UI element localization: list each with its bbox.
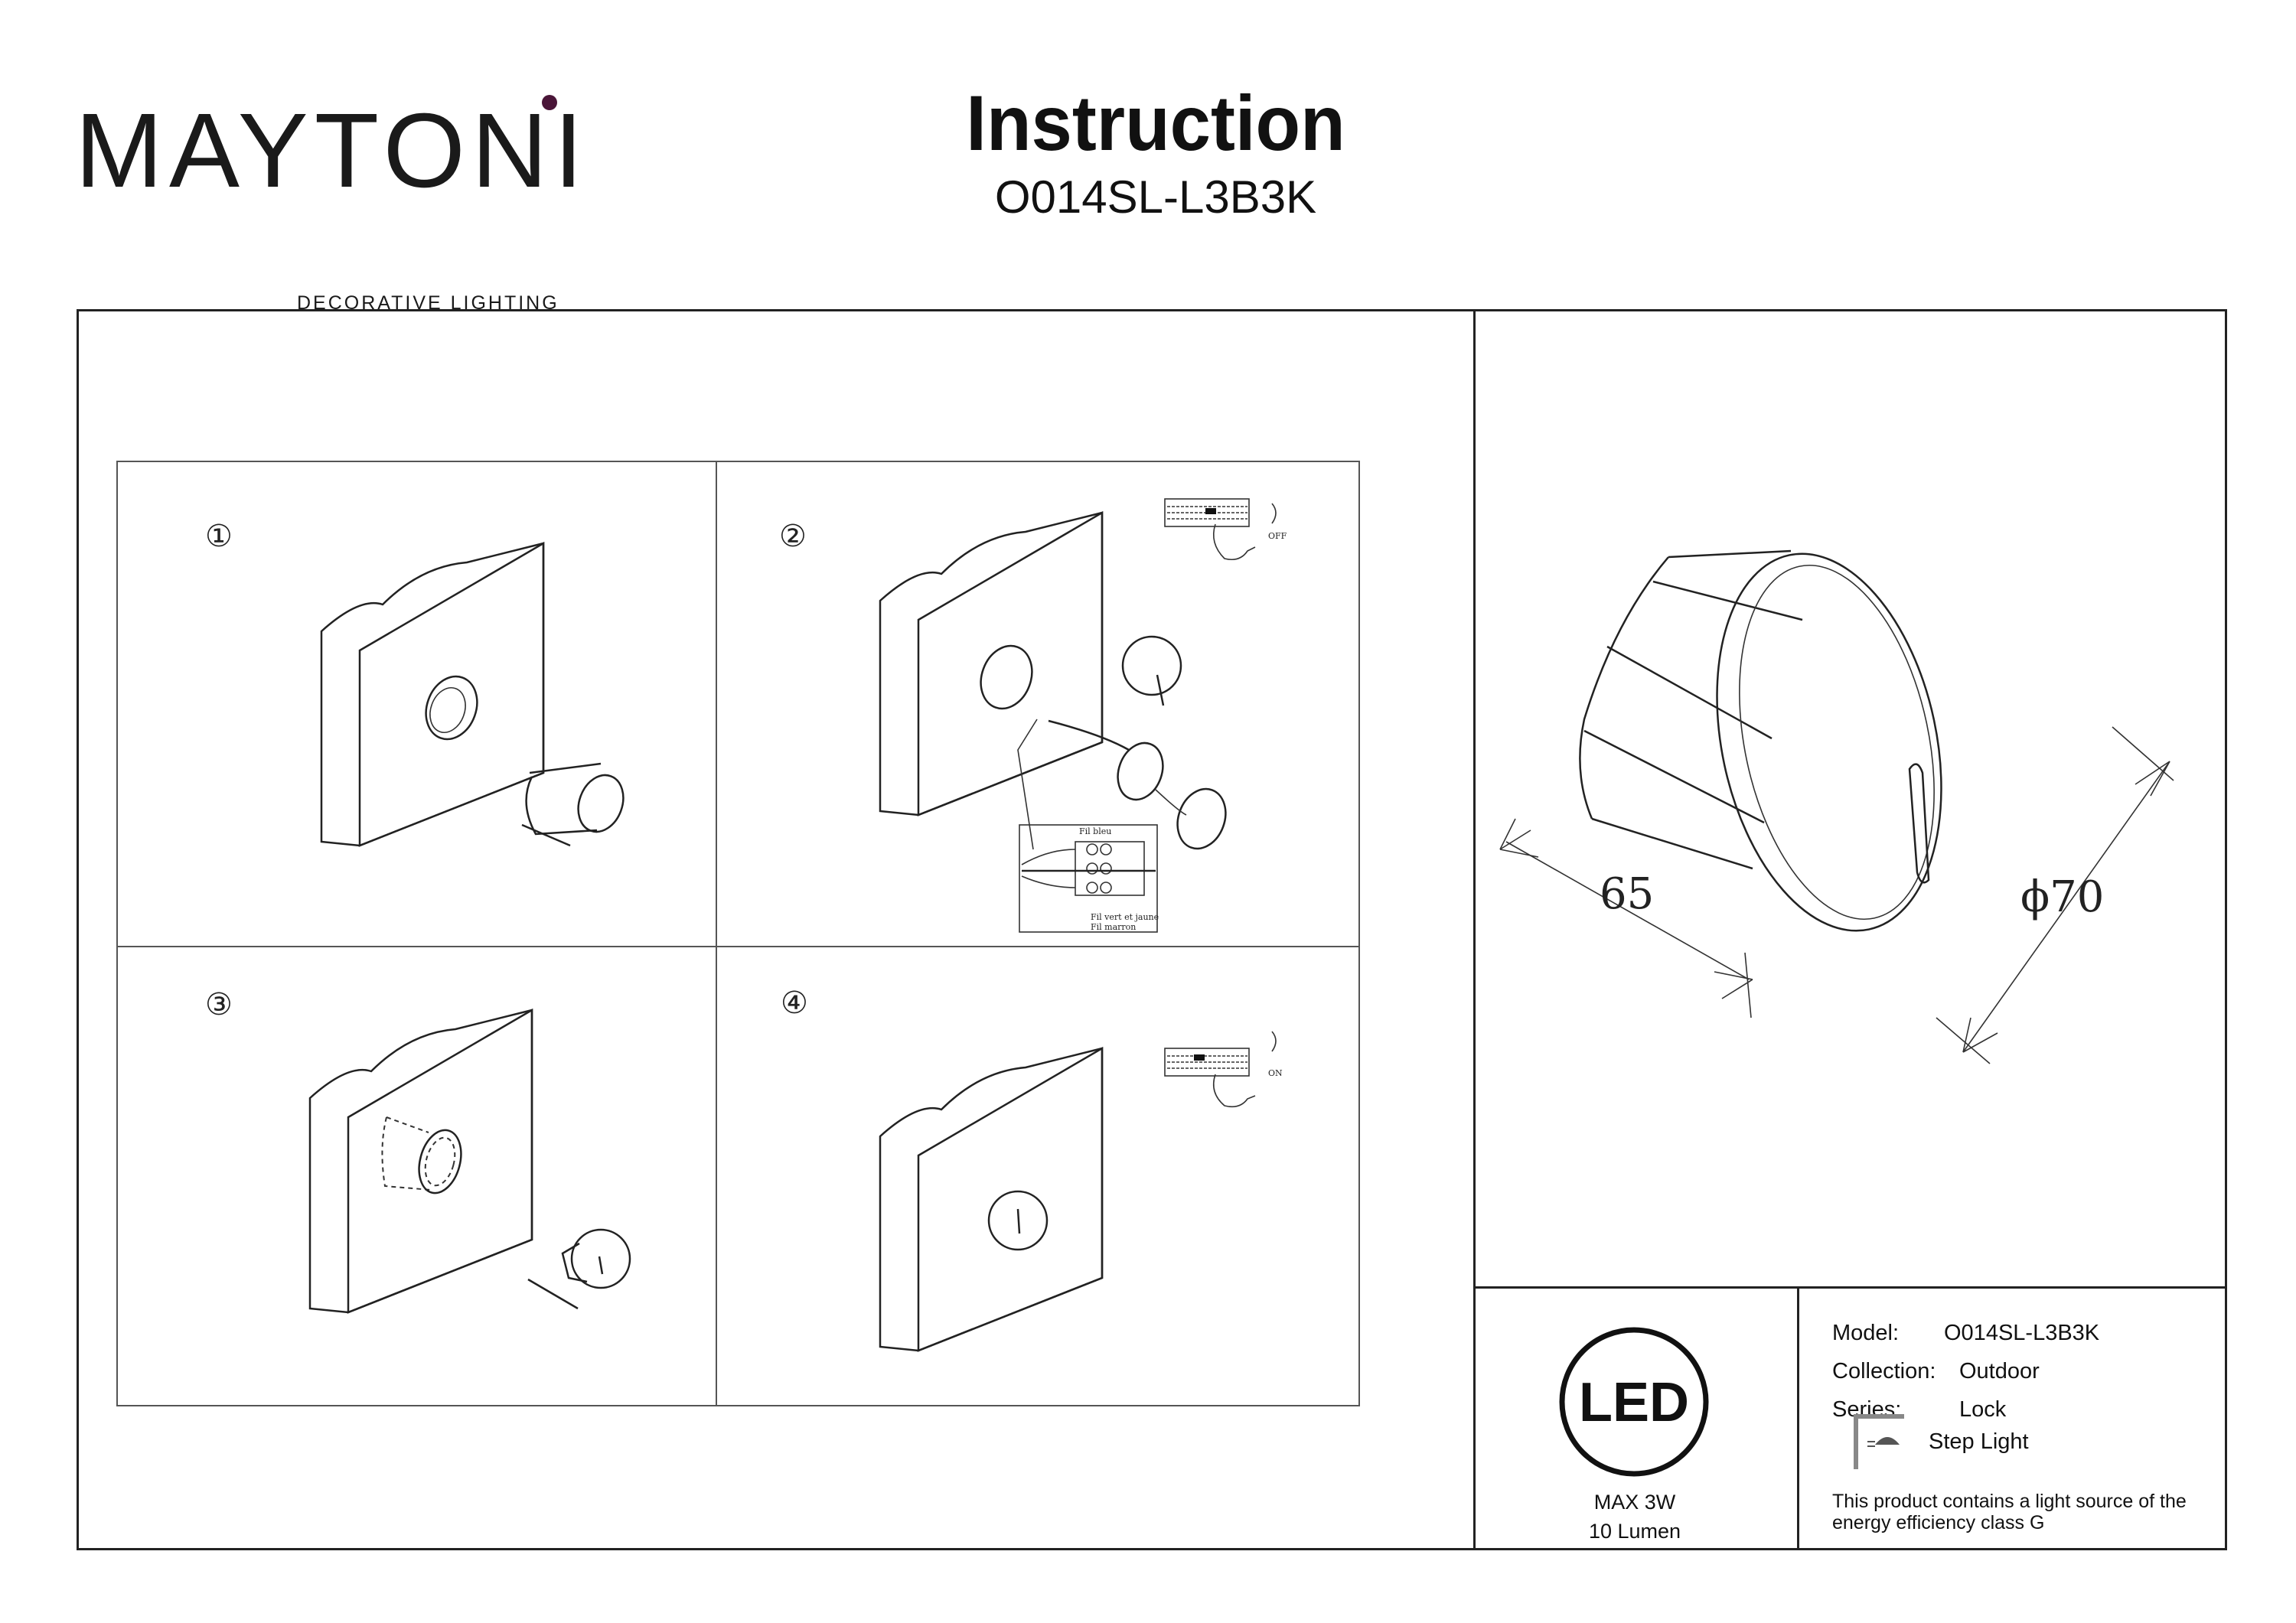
- step-4-illustration: [879, 1031, 1277, 1352]
- led-logo-icon: LED: [1559, 1327, 1709, 1477]
- led-power: MAX 3W: [1593, 1491, 1676, 1514]
- step-2-illustration: Fil bleu Fil vert et jaune Fil marron: [879, 498, 1277, 933]
- step-4-number: ④: [781, 986, 808, 1021]
- step-light-icon: [1854, 1414, 1904, 1469]
- step-2-switch-label: OFF: [1268, 531, 1287, 541]
- logo-dot-icon: [542, 95, 557, 110]
- led-logo-text: LED: [1579, 1372, 1689, 1433]
- dimension-depth: 65: [1600, 869, 1655, 919]
- product-dimension-drawing: [1499, 549, 2174, 1064]
- step-1-number: ①: [205, 519, 233, 554]
- spec-series-value: Lock: [1959, 1397, 2007, 1422]
- spec-collection-value: Outdoor: [1959, 1359, 2040, 1383]
- spec-type-value: Step Light: [1929, 1429, 2029, 1454]
- wiring-label-0: Fil bleu: [1079, 826, 1111, 836]
- spec-collection-label: Collection:: [1832, 1359, 1936, 1383]
- page-model: O014SL-L3B3K: [994, 171, 1317, 223]
- led-lumen: 10 Lumen: [1588, 1520, 1681, 1543]
- wiring-label-2: Fil marron: [1091, 922, 1136, 932]
- dimension-diameter: ϕ70: [2020, 872, 2105, 922]
- content-frame: [77, 309, 2227, 1550]
- spec-model-value: O014SL-L3B3K: [1944, 1321, 2100, 1345]
- step-3-number: ③: [205, 987, 233, 1022]
- step-1-illustration: [320, 541, 625, 847]
- wiring-label-1: Fil vert et jaune: [1091, 912, 1159, 922]
- step-3-illustration: [308, 1008, 631, 1314]
- page-title: Instruction: [966, 80, 1345, 167]
- steps-grid: [116, 461, 1360, 1406]
- step-2-number: ②: [779, 519, 807, 554]
- step-4-switch-label: ON: [1268, 1068, 1283, 1078]
- spec-model-label: Model:: [1832, 1321, 1900, 1345]
- frame-divider-horizontal: [1473, 1286, 2227, 1289]
- energy-efficiency-note: This product contains a light source of …: [1832, 1491, 2187, 1533]
- brand-name: MAYTONI: [75, 92, 589, 210]
- frame-divider-vertical: [1473, 309, 1476, 1550]
- brand-logo: MAYTONI DECORATIVE LIGHTING: [75, 92, 583, 314]
- info-divider: [1797, 1286, 1799, 1550]
